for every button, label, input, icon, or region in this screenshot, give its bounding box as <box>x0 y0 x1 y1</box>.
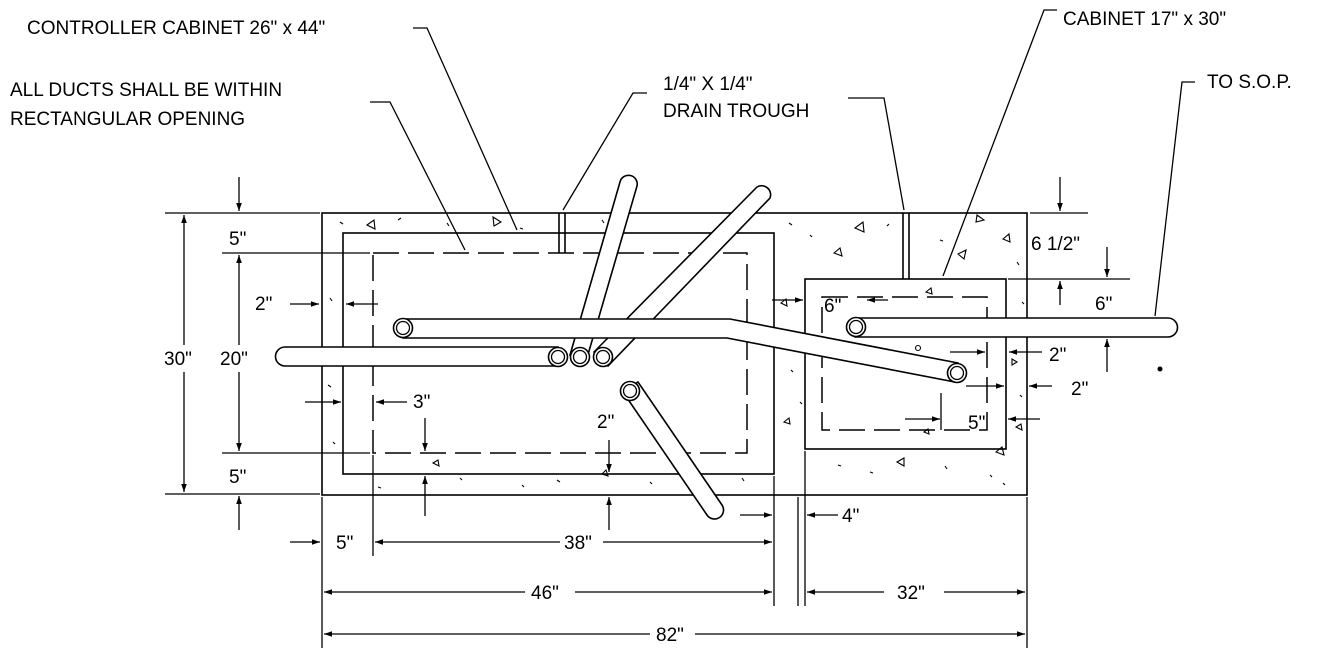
drain-trough-left <box>558 213 566 253</box>
dim-cab-5: 5" <box>968 413 985 434</box>
small-cabinet-label: CABINET 17" x 30" <box>1063 9 1226 30</box>
dim-right-6: 6" <box>1095 294 1112 315</box>
small-cabinet-outline <box>804 278 1007 450</box>
dim-center-2: 2" <box>597 412 614 433</box>
ducts-note-line2: RECTANGULAR OPENING <box>10 109 245 130</box>
dim-bottom-5: 5" <box>336 533 353 554</box>
rectangular-opening-outline <box>372 252 748 454</box>
duct-slant-3 <box>621 380 725 520</box>
small-cabinet-opening-outline <box>821 296 988 431</box>
concrete-texture <box>327 214 1163 489</box>
dim-left-top-5: 5" <box>229 229 246 250</box>
duct-sop <box>854 317 1179 338</box>
dim-46: 46" <box>531 583 559 604</box>
dim-82: 82" <box>656 625 684 646</box>
dim-38: 38" <box>564 533 592 554</box>
dim-32: 32" <box>897 583 925 604</box>
controller-cabinet-label: CONTROLLER CABINET 26" x 44" <box>27 18 325 39</box>
drain-trough-line2: DRAIN TROUGH <box>663 101 809 122</box>
dim-overall-30: 30" <box>164 349 192 370</box>
labels: CONTROLLER CABINET 26" x 44" ALL DUCTS S… <box>10 9 1292 130</box>
leader-lines <box>370 9 1195 317</box>
duct-slant-1 <box>568 174 639 359</box>
dim-top-right-6-1-2: 6 1/2" <box>1031 234 1080 255</box>
ducts <box>274 174 1179 520</box>
dim-left-2: 2" <box>255 294 272 315</box>
dim-right-2b: 2" <box>1071 379 1088 400</box>
dimension-lines <box>165 177 1130 648</box>
duct-left <box>274 346 559 367</box>
to-sop-label: TO S.O.P. <box>1207 72 1292 93</box>
dim-right-2a: 2" <box>1049 345 1066 366</box>
dim-gap-4: 4" <box>842 506 859 527</box>
dim-cab-6: 6" <box>824 296 841 317</box>
dim-bottom-left-5: 5" <box>229 467 246 488</box>
drain-trough-right <box>902 213 910 279</box>
dim-opening-20: 20" <box>220 349 248 370</box>
drain-trough-line1: 1/4" X 1/4" <box>663 74 753 95</box>
dim-left-3: 3" <box>413 392 430 413</box>
dimension-values: 5" 2" 30" 20" 3" 5" 2" 6" 6 1/2" 6" 2" 2… <box>164 229 1112 646</box>
ducts-note-line1: ALL DUCTS SHALL BE WITHIN <box>10 80 282 101</box>
